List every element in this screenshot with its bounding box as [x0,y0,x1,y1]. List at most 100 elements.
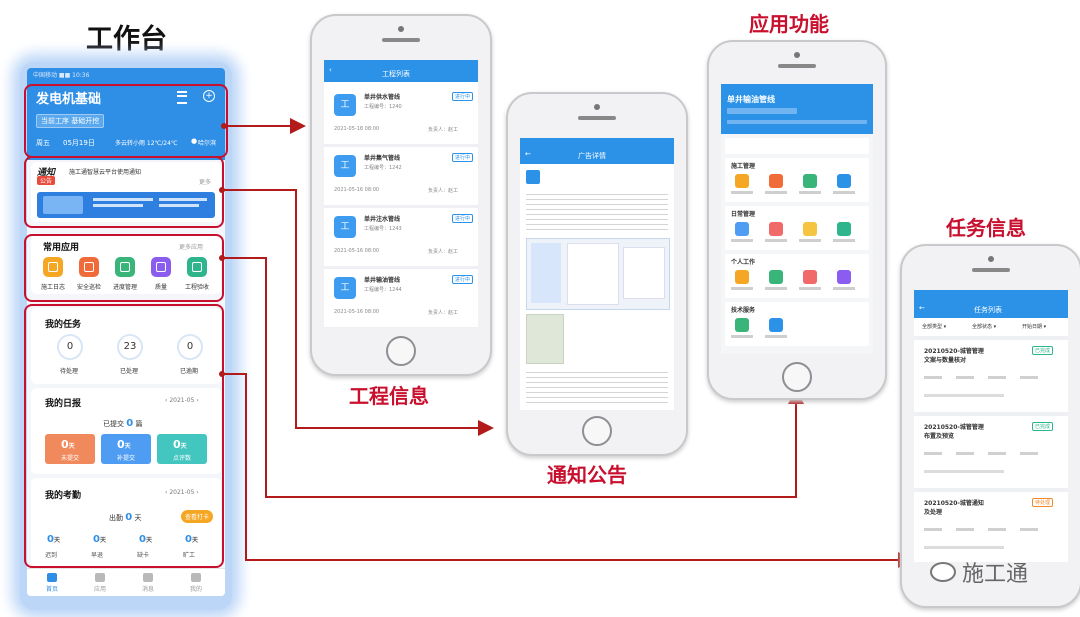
daily-submitted: 已提交 0 篇 [103,418,142,429]
notice-more[interactable]: 更多 [199,179,212,186]
gem-icon[interactable] [151,257,171,277]
attendance-stat-unit: 天 [99,537,106,544]
task-filter[interactable]: 全部状态 ▾ [972,324,997,330]
apps-section-icon[interactable] [803,222,817,236]
apps-section-icon[interactable] [769,174,783,188]
notice-text[interactable]: 施工通智慧云平台使用通知 [69,169,142,176]
caption-notice: 通知公告 [547,463,627,487]
apps-section-label-line [731,287,753,290]
apps-section-icon[interactable] [735,270,749,284]
tab-0[interactable]: 首页 [45,586,58,593]
app-label: 安全巡检 [76,284,101,291]
project-item-icon: 工 [334,216,356,238]
daily-stat-unit: 天 [68,443,75,450]
caption-app-functions: 应用功能 [749,12,829,36]
notice-back-icon[interactable]: ← [525,150,531,158]
apps-section: 施工管理 [725,158,869,202]
task-item[interactable]: 20210520-城管管理文案与数量核对已完成 [914,336,1068,412]
apps-section-icon[interactable] [803,270,817,284]
daily-stat-number: 0 [173,438,181,451]
apps-section-icon[interactable] [803,174,817,188]
daily-stat-box[interactable]: 0天点评数 [157,434,207,464]
apps-section-icon[interactable] [735,174,749,188]
chart-icon[interactable] [115,257,135,277]
attendance-stat-value: 0天 [93,534,106,545]
project-item-date: 2021-05-16 08:00 [334,187,380,193]
daily-stat-box[interactable]: 0天未提交 [45,434,95,464]
apps-phone-notice [725,138,869,154]
apps-section-icon[interactable] [769,318,783,332]
project-item-sub: 工程编号：1244 [364,287,402,293]
attendance-stat-unit: 天 [145,537,152,544]
task-item-meta [924,376,1044,379]
caption-project-info: 工程信息 [349,384,429,408]
my-tasks-title: 我的任务 [45,320,82,330]
daily-stat-box[interactable]: 0天补提交 [101,434,151,464]
worker-icon[interactable] [187,257,207,277]
apps-section-label-line [765,191,787,194]
attendance-month-picker[interactable]: ‹ 2021-05 › [165,489,199,496]
tab-1[interactable]: 应用 [93,586,106,593]
shield-icon[interactable] [79,257,99,277]
notice-banner-image[interactable] [37,192,215,218]
attendance-present: 出勤 0 天 [109,512,141,523]
task-list-screen: ← 任务列表 全部类型 ▾全部状态 ▾开始日期 ▾ 20210520-城管管理文… [914,290,1068,562]
apps-section-title: 个人工作 [731,259,756,266]
arrow-dot-1 [221,123,227,129]
notice-detail-title: 广告详情 [578,152,606,160]
task-item[interactable]: 20210520-城管通知及处理待处理 [914,488,1068,562]
project-item-sub: 工程编号：1240 [364,104,402,110]
attendance-present-label: 出勤 [109,514,123,522]
chart-icon-glyph [120,262,130,272]
apps-section-title: 施工管理 [731,163,756,170]
apps-section-icon[interactable] [837,174,851,188]
attendance-stat-label: 早退 [91,552,104,559]
project-title[interactable]: 发电机基础 [36,92,102,107]
arrow-dot-2 [219,187,225,193]
task-item[interactable]: 20210520-城管管理布置及预览已完成 [914,412,1068,488]
highlight-personal [24,304,224,568]
list-icon[interactable] [177,91,187,104]
notice-footer-lines [526,368,668,404]
doc-icon[interactable] [43,257,63,277]
task-back-icon[interactable]: ← [919,304,925,312]
current-process-tag[interactable]: 当前工序 基础开挖 [36,114,105,128]
apps-section: 个人工作 [725,254,869,298]
attendance-stat-value: 0天 [185,534,198,545]
apps-section-icon[interactable] [769,222,783,236]
task-item-meta [924,452,1044,455]
attendance-present-unit: 天 [134,514,142,522]
apps-section-icon[interactable] [837,270,851,284]
task-filter[interactable]: 开始日期 ▾ [1022,324,1047,330]
plus-circle-icon[interactable]: + [203,90,215,102]
task-count[interactable]: 0 [57,334,83,360]
task-count[interactable]: 23 [117,334,143,360]
apps-home-button[interactable] [782,362,812,392]
apps-section-icon[interactable] [769,270,783,284]
task-item-name: 20210520-城管管理 [924,348,984,355]
project-back-icon[interactable]: ‹ [329,66,332,74]
daily-submitted-unit: 篇 [135,420,143,428]
project-home-button[interactable] [386,336,416,366]
daily-month-picker[interactable]: ‹ 2021-05 › [165,397,199,404]
project-item-tag: 进行中 [452,214,474,223]
apps-section-label-line [731,191,753,194]
tab-3[interactable]: 我的 [189,586,202,593]
task-count[interactable]: 0 [177,334,203,360]
apps-section-icon[interactable] [837,222,851,236]
tab-2[interactable]: 消息 [141,586,154,593]
apps-section-icon[interactable] [735,222,749,236]
view-clock-in-button[interactable]: 查看打卡 [181,510,214,523]
app-label: 进度管理 [112,284,137,291]
notice-card[interactable]: 通知 公告 施工通智慧云平台使用通知 更多 [31,162,221,222]
task-filter[interactable]: 全部类型 ▾ [922,324,947,330]
caption-workbench: 工作台 [86,24,167,55]
apps-section-icon[interactable] [735,318,749,332]
more-apps-link[interactable]: 更多应用 [179,244,204,251]
notice-home-button[interactable] [582,416,612,446]
